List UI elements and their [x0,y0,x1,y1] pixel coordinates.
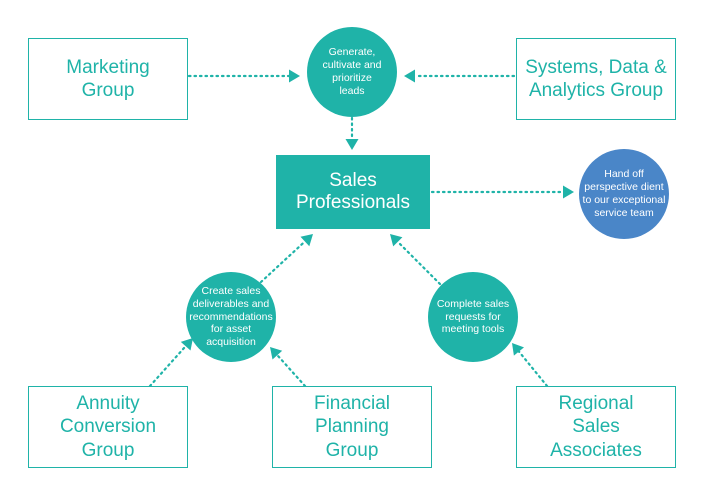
financial-planning-group-box: Financial Planning Group [272,386,432,468]
arrowhead-marketing-to-generate [289,69,300,83]
arrowhead-create-to-sales [300,234,313,247]
complete-sales-requests-circle: Complete sales requests for meeting tool… [428,272,518,362]
generate-leads-circle: Generate, cultivate and prioritize leads [307,27,397,117]
arrowhead-regional-to-complete [512,343,524,356]
connector-create-to-sales [259,240,307,284]
systems-data-analytics-group-box: Systems, Data & Analytics Group [516,38,676,120]
handoff-client-circle: Hand off perspective dient to our except… [579,149,669,239]
arrowhead-complete-to-sales [390,234,403,247]
marketing-group-box: Marketing Group [28,38,188,120]
create-sales-deliverables-circle: Create sales deliverables and recommenda… [186,272,276,362]
arrowhead-financial-to-create [270,347,283,360]
connector-annuity-to-create [148,345,187,388]
annuity-conversion-group-box: Annuity Conversion Group [28,386,188,468]
arrowhead-sales-to-handoff [563,185,574,199]
sales-professionals-box: Sales Professionals [276,155,430,229]
regional-sales-associates-box: Regional Sales Associates [516,386,676,468]
arrowhead-systems-to-generate [404,69,415,83]
connector-complete-to-sales [396,240,442,286]
arrowhead-generate-to-sales [345,139,359,150]
connector-regional-to-complete [517,350,549,388]
connector-financial-to-create [276,354,307,388]
